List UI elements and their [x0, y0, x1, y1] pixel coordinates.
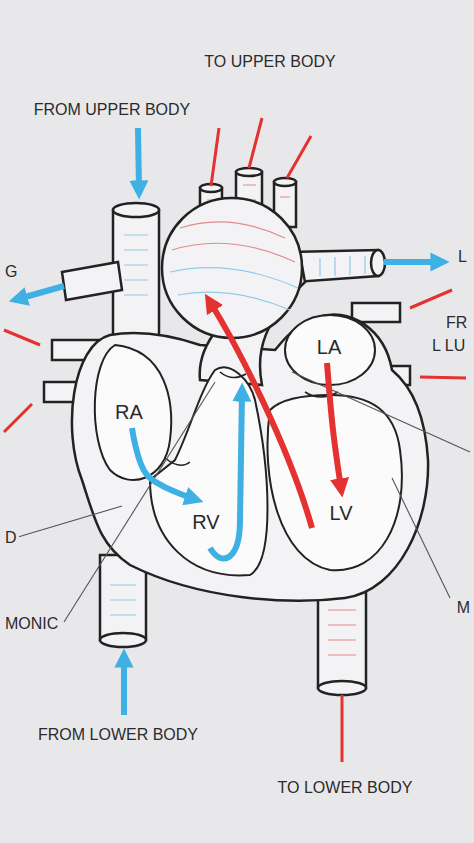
- hatch-lines: [178, 292, 290, 310]
- anatomy-label: MONIC: [3, 614, 60, 633]
- anatomy-label: FROM LOWER BODY: [36, 725, 200, 744]
- chamber-label: LA: [313, 334, 345, 360]
- descending-aorta-end: [318, 681, 366, 695]
- leader-line: [64, 382, 215, 622]
- anatomy-label: D: [3, 528, 19, 547]
- hatch-lines: [124, 235, 148, 295]
- aortic-arch: [162, 198, 302, 338]
- leader-lines: [18, 372, 470, 622]
- chambers: [95, 315, 402, 575]
- aortic-branch-end: [274, 178, 296, 186]
- mitral-valve: [305, 392, 338, 397]
- chamber-name: LV: [330, 502, 353, 524]
- valves: [165, 372, 338, 465]
- anatomy-label: FR: [444, 313, 469, 332]
- leader-line: [392, 478, 450, 598]
- pulmonic-valve: [220, 372, 246, 378]
- blood-flow-arrow: [211, 128, 219, 186]
- anatomy-label: TO UPPER BODY: [202, 52, 337, 71]
- blood-flow-arrow: [287, 136, 311, 178]
- anatomy-label: TO LOWER BODY: [276, 778, 415, 797]
- flow-arrow: [132, 428, 194, 499]
- leader-line: [18, 506, 122, 537]
- anatomy-label: M: [455, 598, 472, 617]
- blood-flow-arrow: [4, 404, 32, 432]
- right-atrium: [95, 345, 171, 480]
- anatomy-label: FROM UPPER BODY: [32, 100, 192, 119]
- blood-flow-arrow: [410, 290, 452, 308]
- blood-flow-arrow: [210, 302, 312, 528]
- left-pulmonary-artery: [62, 262, 122, 300]
- blood-flow-arrow: [121, 658, 127, 715]
- flow-arrow: [327, 363, 341, 488]
- blood-flow-arrow: [4, 330, 40, 345]
- hatch-lines: [172, 243, 295, 262]
- chamber-name: RA: [115, 401, 143, 423]
- hatch-lines: [180, 222, 285, 238]
- vessels: [44, 168, 410, 695]
- flow-arrows: [4, 118, 466, 762]
- chamber-label: LV: [326, 500, 357, 526]
- leader-line: [292, 372, 470, 452]
- arch-hatching: [170, 222, 298, 310]
- blood-flow-arrow: [249, 118, 262, 168]
- chamber-label: RV: [188, 509, 223, 535]
- right-ventricle: [150, 367, 268, 575]
- inferior-vena-cava-end: [100, 633, 146, 647]
- pulmonary-vein: [352, 303, 400, 322]
- right-pulmonary-artery-end: [371, 250, 385, 276]
- hatch-lines: [320, 256, 365, 276]
- chamber-label: RA: [111, 399, 147, 425]
- blood-flow-arrow: [384, 259, 440, 265]
- blood-flow-arrow: [138, 128, 139, 190]
- blood-flow-arrow: [210, 392, 242, 559]
- blood-flow-arrow: [420, 377, 466, 378]
- anatomy-label: G: [3, 262, 19, 281]
- anatomy-label: L: [456, 247, 469, 266]
- chamber-name: RV: [192, 511, 219, 533]
- hatch-lines: [110, 585, 136, 615]
- hatch-lines: [207, 185, 290, 200]
- blood-flow-arrow: [341, 695, 344, 762]
- aortic-branch-end: [236, 168, 262, 176]
- tricuspid-valve: [165, 458, 190, 465]
- anatomy-label: L LU: [430, 336, 467, 355]
- blood-flow-arrow: [18, 286, 64, 299]
- superior-vena-cava-end: [113, 203, 159, 217]
- hatch-lines: [328, 610, 356, 655]
- hatch-lines: [170, 268, 298, 288]
- chamber-name: LA: [317, 336, 341, 358]
